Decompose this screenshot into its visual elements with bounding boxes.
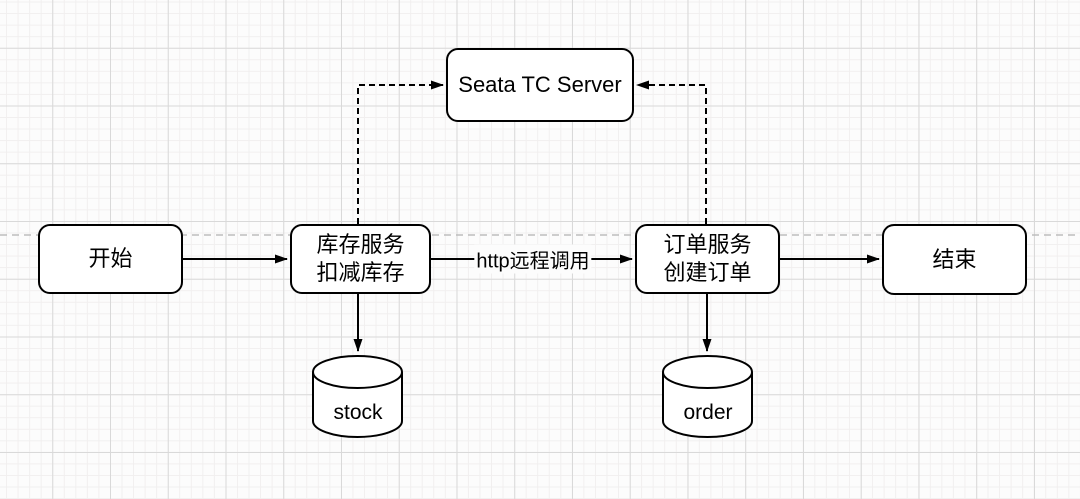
node-end-label: 结束 (932, 246, 977, 272)
node-order-service: 订单服务 创建订单 (635, 224, 780, 294)
node-stock-service-line2: 扣减库存 (316, 260, 405, 285)
node-stock-service: 库存服务 扣减库存 (290, 224, 431, 294)
node-start: 开始 (38, 224, 183, 294)
node-order-service-line2: 创建订单 (663, 260, 752, 285)
node-order-service-line1: 订单服务 (663, 232, 752, 257)
node-seata-tc-server-label: Seata TC Server (458, 72, 622, 97)
stock-db-cylinder (312, 355, 403, 438)
order-db-cylinder (662, 355, 753, 438)
edge-order-service-to-seata-dashed (636, 80, 707, 224)
order-db-label: order (683, 401, 733, 424)
edge-stock-service-to-seata-dashed (357, 80, 444, 224)
node-start-label: 开始 (88, 246, 133, 271)
edge-label-http-remote-call: http远程调用 (474, 244, 592, 274)
node-end: 结束 (882, 224, 1027, 295)
node-seata-tc-server: Seata TC Server (446, 48, 634, 122)
stock-db-label: stock (333, 401, 383, 424)
node-stock-service-line1: 库存服务 (316, 232, 405, 257)
